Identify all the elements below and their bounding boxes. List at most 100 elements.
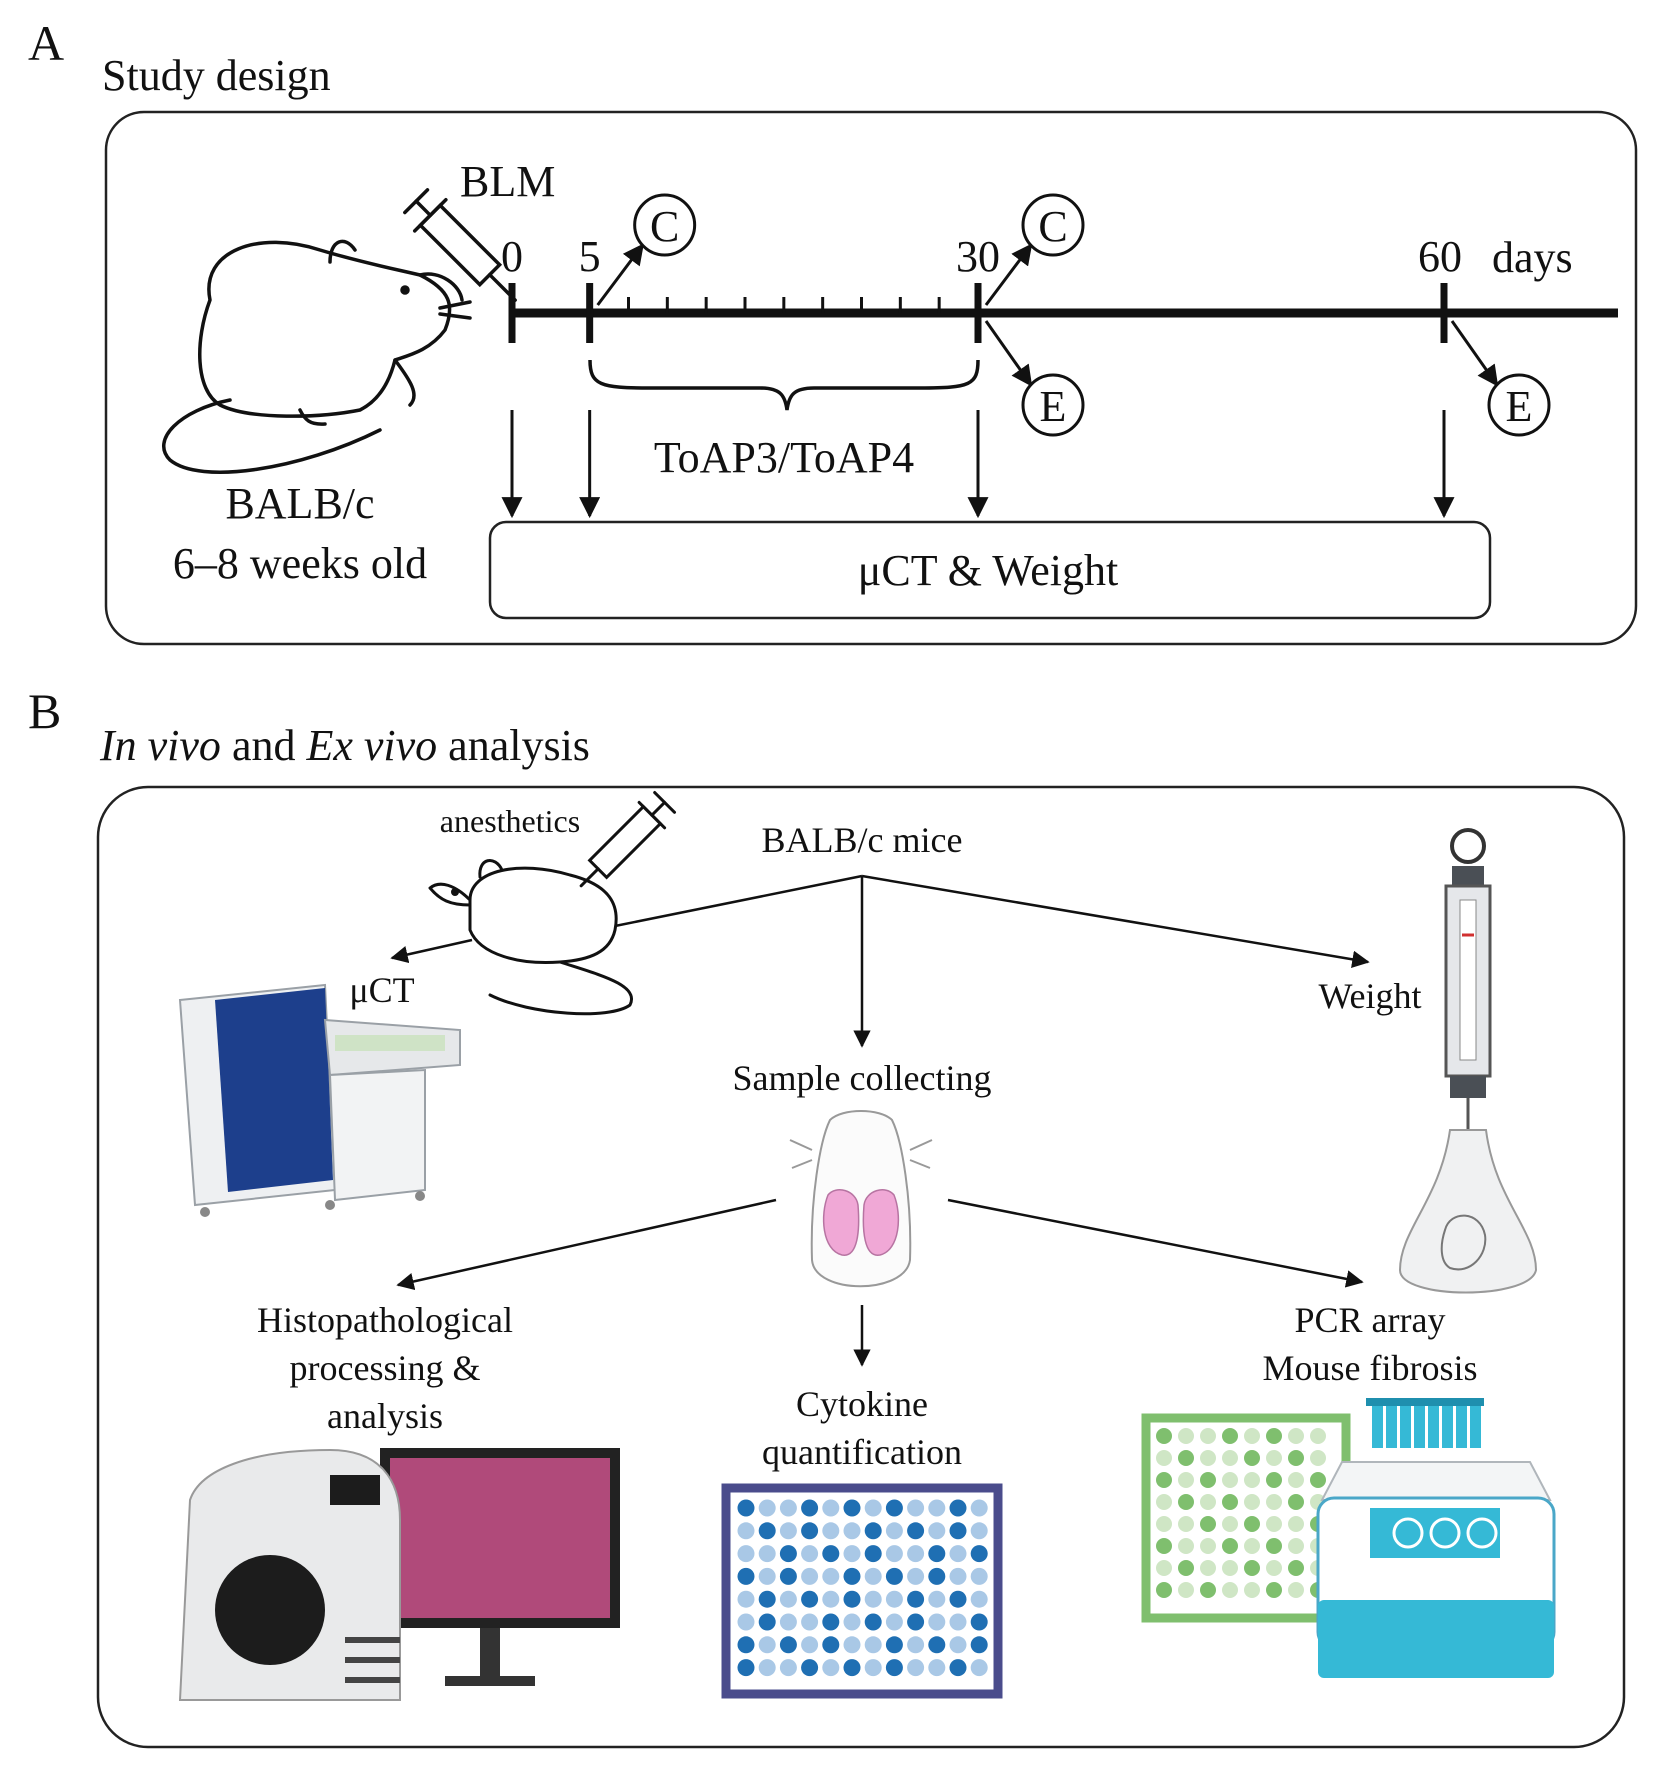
pcr-well [1222, 1472, 1238, 1488]
pcr-well [1310, 1450, 1326, 1466]
pcr-well [1266, 1538, 1282, 1554]
pcr-well [1156, 1472, 1172, 1488]
treatment-label: ToAP3/ToAP4 [654, 433, 914, 482]
elisa-well [801, 1545, 819, 1563]
pcr-well [1222, 1494, 1238, 1510]
pcr-well [1244, 1560, 1260, 1576]
uct-label: μCT [349, 970, 414, 1010]
pcr-tube [1456, 1402, 1467, 1448]
elisa-well [970, 1522, 988, 1540]
pcr-well [1156, 1494, 1172, 1510]
mice-to-weight-arrow [861, 874, 1370, 968]
control-marker-day30-circle [1021, 193, 1085, 257]
elisa-well [779, 1567, 797, 1585]
elisa-well [737, 1590, 755, 1608]
elisa-well [907, 1613, 925, 1631]
elisa-well [928, 1636, 946, 1654]
elisa-well [843, 1636, 861, 1654]
sample-to-pcr-arrow [947, 1198, 1364, 1288]
pcr-well [1200, 1428, 1216, 1444]
panel-b-frame [96, 785, 1626, 1749]
elisa-well [864, 1659, 882, 1677]
pcr-well [1288, 1560, 1304, 1576]
elisa-well [970, 1567, 988, 1585]
elisa-well [949, 1613, 967, 1631]
elisa-well [864, 1567, 882, 1585]
micro-ct-scanner-icon [178, 983, 461, 1217]
control-marker-day5-circle [633, 193, 697, 257]
elisa-well [970, 1636, 988, 1654]
pcr-well [1266, 1560, 1282, 1576]
elisa-well [885, 1567, 903, 1585]
pcr-well [1244, 1428, 1260, 1444]
elisa-well [928, 1522, 946, 1540]
elisa-well [970, 1659, 988, 1677]
elisa-well [737, 1613, 755, 1631]
sample-to-histo-arrow [396, 1198, 777, 1291]
elisa-well [758, 1636, 776, 1654]
control-marker-day5-arrow [596, 243, 644, 306]
elisa-well [907, 1499, 925, 1517]
elisa-well [928, 1590, 946, 1608]
pcr-well [1266, 1582, 1282, 1598]
weight-label: Weight [1318, 976, 1421, 1016]
pcr-label-line2: Mouse fibrosis [1263, 1348, 1478, 1388]
mice-to-mouse-line [614, 874, 863, 928]
spring-scale-icon [1398, 828, 1538, 1294]
elisa-well [737, 1567, 755, 1585]
mouse-age-label: 6–8 weeks old [173, 539, 427, 588]
elisa-well [970, 1613, 988, 1631]
elisa-well [970, 1590, 988, 1608]
pcr-plate-icon [1141, 1413, 1351, 1623]
anesthetics-label: anesthetics [440, 803, 580, 839]
elisa-well [737, 1659, 755, 1677]
syringe-b-icon [579, 791, 676, 888]
elisa-well [758, 1590, 776, 1608]
endpoint-marker-day60-label: E [1506, 382, 1533, 431]
elisa-well [758, 1613, 776, 1631]
pcr-well [1156, 1538, 1172, 1554]
elisa-well [885, 1636, 903, 1654]
pcr-well [1244, 1516, 1260, 1532]
elisa-well [864, 1545, 882, 1563]
elisa-well [779, 1499, 797, 1517]
elisa-well [928, 1613, 946, 1631]
elisa-well [907, 1522, 925, 1540]
elisa-well [779, 1659, 797, 1677]
cytokine-label-line2: quantification [762, 1432, 962, 1472]
elisa-well [885, 1545, 903, 1563]
pcr-well [1200, 1582, 1216, 1598]
pcr-well [1178, 1582, 1194, 1598]
elisa-well [843, 1613, 861, 1631]
elisa-well [758, 1567, 776, 1585]
elisa-well [822, 1545, 840, 1563]
pcr-well [1288, 1450, 1304, 1466]
pcr-well [1288, 1494, 1304, 1510]
syringe-icon [403, 188, 517, 302]
mouse-icon [162, 239, 472, 474]
sample-collecting-label: Sample collecting [733, 1058, 992, 1098]
pcr-label-line1: PCR array [1295, 1300, 1446, 1340]
elisa-well [737, 1636, 755, 1654]
elisa-well [758, 1522, 776, 1540]
elisa-well [737, 1545, 755, 1563]
pcr-tube [1372, 1402, 1383, 1448]
histo-label-line2: processing & [290, 1348, 481, 1388]
pcr-tube [1414, 1402, 1425, 1448]
elisa-well [885, 1659, 903, 1677]
pcr-well [1222, 1450, 1238, 1466]
pcr-well [1222, 1582, 1238, 1598]
pcr-tube [1470, 1402, 1481, 1448]
pcr-well [1222, 1428, 1238, 1444]
elisa-well [885, 1522, 903, 1540]
elisa-well [907, 1545, 925, 1563]
elisa-well [949, 1545, 967, 1563]
panel-a-frame [104, 110, 1638, 646]
elisa-well [864, 1590, 882, 1608]
elisa-well [949, 1659, 967, 1677]
elisa-well [864, 1613, 882, 1631]
panel-b-letter: B [28, 683, 61, 739]
pcr-well [1244, 1472, 1260, 1488]
pcr-well [1222, 1538, 1238, 1554]
measurement-label: μCT & Weight [858, 546, 1118, 595]
